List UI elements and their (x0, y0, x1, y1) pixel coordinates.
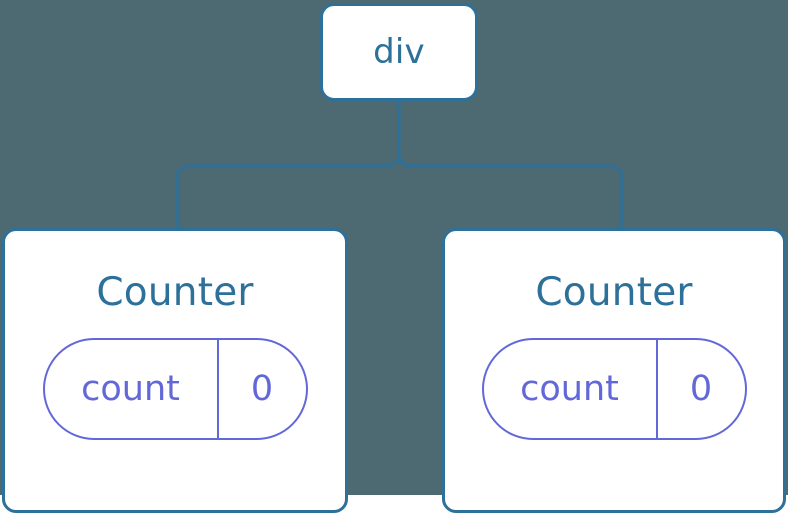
node-counter-left[interactable]: Counter count 0 (2, 228, 348, 513)
state-pill-left-value: 0 (250, 368, 274, 409)
state-pill-right-value-cell: 0 (658, 340, 745, 438)
state-pill-right[interactable]: count 0 (481, 338, 747, 440)
node-counter-right-label: Counter (535, 270, 693, 315)
state-pill-left-key: count (81, 368, 180, 409)
state-pill-right-key: count (520, 368, 619, 409)
node-counter-right[interactable]: Counter count 0 (442, 228, 786, 513)
node-div[interactable]: div (320, 3, 478, 101)
state-pill-left[interactable]: count 0 (42, 338, 308, 440)
state-pill-left-key-cell: count (45, 340, 219, 438)
state-pill-right-key-cell: count (484, 340, 658, 438)
node-counter-left-label: Counter (96, 270, 254, 315)
connector-branch-left (175, 153, 401, 228)
state-pill-right-value: 0 (689, 368, 713, 409)
state-pill-left-value-cell: 0 (219, 340, 306, 438)
node-div-label: div (373, 32, 425, 72)
connector-branch-right (397, 153, 624, 228)
